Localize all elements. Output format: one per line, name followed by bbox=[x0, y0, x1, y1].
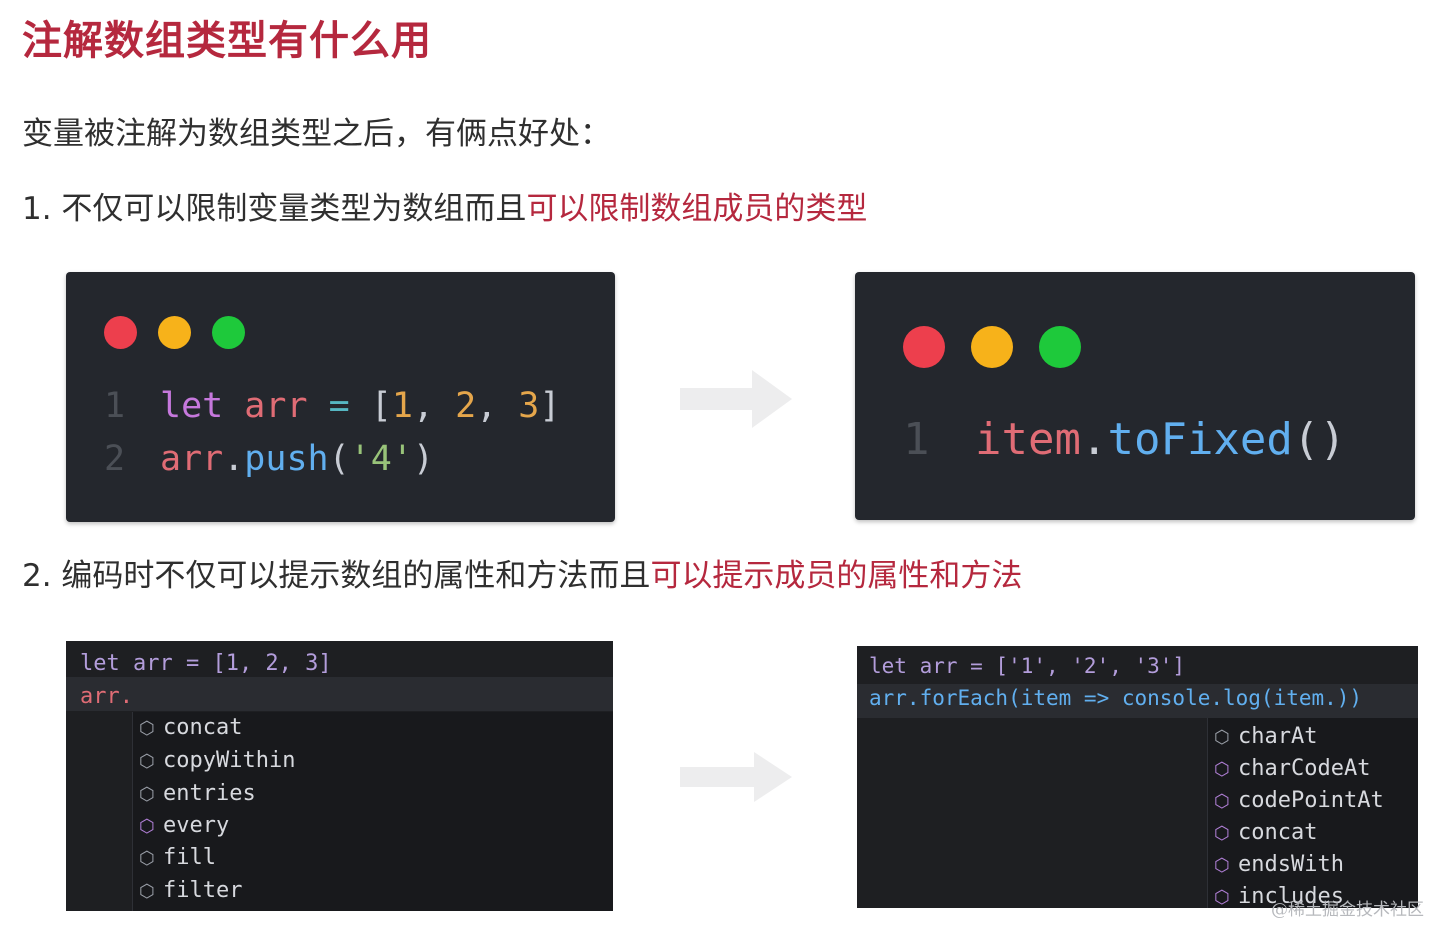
code-variable: arr bbox=[244, 386, 308, 426]
code-method: toFixed bbox=[1107, 414, 1293, 465]
suggestion-item[interactable]: ⬡ entries bbox=[139, 781, 256, 806]
line-number: 1 bbox=[104, 386, 126, 426]
suggestion-label: charAt bbox=[1238, 724, 1318, 749]
suggestion-label: copyWithin bbox=[163, 748, 296, 773]
suggestion-label: codePointAt bbox=[1238, 788, 1384, 813]
maximize-dot-icon bbox=[212, 316, 245, 349]
cube-icon: ⬡ bbox=[139, 848, 155, 869]
suggestion-label: includes bbox=[1238, 884, 1344, 909]
code-variable: item bbox=[975, 414, 1081, 465]
suggestion-item[interactable]: ⬡ codePointAt bbox=[1214, 788, 1384, 813]
point-2: 2. 编码时不仅可以提示数组的属性和方法而且可以提示成员的属性和方法 bbox=[22, 550, 1022, 595]
code-method: push bbox=[244, 439, 329, 479]
cube-icon: ⬡ bbox=[139, 881, 155, 902]
editor-array-suggestions: let arr = [1, 2, 3] arr. ⬡ concat ⬡ copyWi… bbox=[66, 641, 613, 911]
code-number: 3 bbox=[518, 386, 540, 426]
code-line-1: 1 let arr = [1, 2, 3] bbox=[104, 380, 560, 433]
code-number: 1 bbox=[391, 386, 413, 426]
code-bracket: [ bbox=[370, 386, 392, 426]
code-operator: = bbox=[328, 386, 350, 426]
suggestion-item[interactable]: ⬡ charCodeAt bbox=[1214, 756, 1370, 781]
minimize-dot-icon bbox=[158, 316, 191, 349]
editor-member-suggestions: let arr = ['1', '2', '3'] arr.forEach(it… bbox=[857, 646, 1418, 909]
suggestion-item[interactable]: ⬡ concat bbox=[1214, 820, 1317, 845]
suggestion-label: endsWith bbox=[1238, 852, 1344, 877]
code-dot: . bbox=[1080, 414, 1108, 465]
suggestion-label: concat bbox=[163, 715, 243, 740]
suggestion-item[interactable]: ⬡ concat bbox=[139, 715, 242, 740]
code-dot: . bbox=[223, 439, 245, 479]
point-1: 1. 不仅可以限制变量类型为数组而且可以限制数组成员的类型 bbox=[22, 183, 867, 228]
suggestion-item[interactable]: ⬡ fill bbox=[139, 845, 216, 870]
cube-icon: ⬡ bbox=[1214, 759, 1230, 780]
code-comma: , bbox=[412, 386, 434, 426]
suggestion-label: every bbox=[163, 813, 230, 838]
right-arrow-icon bbox=[680, 752, 792, 802]
code-paren: ) bbox=[412, 439, 434, 479]
cube-icon: ⬡ bbox=[1214, 727, 1230, 748]
code-keyword: let bbox=[160, 386, 224, 426]
suggestion-item[interactable]: ⬡ endsWith bbox=[1214, 852, 1344, 877]
suggestion-label: concat bbox=[1238, 820, 1318, 845]
cube-icon: ⬡ bbox=[139, 751, 155, 772]
suggestion-item[interactable]: ⬡ filter bbox=[139, 878, 242, 903]
line-number: 2 bbox=[104, 439, 126, 479]
point-1-prefix: 1. 不仅可以限制变量类型为数组而且 bbox=[22, 191, 527, 227]
suggestion-label: entries bbox=[163, 781, 256, 806]
editor-line-1: let arr = [1, 2, 3] bbox=[80, 651, 332, 676]
code-paren: () bbox=[1292, 414, 1346, 465]
watermark: @稀土掘金技术社区 bbox=[1271, 900, 1424, 920]
suggestion-list: ⬡ concat ⬡ copyWithin ⬡ entries ⬡ every ⬡ fil… bbox=[132, 712, 613, 911]
suggestion-label: fill bbox=[163, 845, 216, 870]
code-string: '4' bbox=[349, 439, 413, 479]
suggestion-item[interactable]: ⬡ includes bbox=[1214, 884, 1344, 909]
code-comma: , bbox=[476, 386, 498, 426]
code-number: 2 bbox=[455, 386, 477, 426]
code-bracket: ] bbox=[539, 386, 561, 426]
cube-icon: ⬡ bbox=[1214, 823, 1230, 844]
suggestion-label: filter bbox=[163, 878, 243, 903]
code-card-array-type: 1 let arr = [1, 2, 3] 2 arr.push('4') bbox=[66, 272, 615, 522]
editor-line-2: arr.forEach(item => console.log(item.)) bbox=[869, 686, 1363, 710]
suggestion-item[interactable]: ⬡ copyWithin bbox=[139, 748, 295, 773]
cube-icon: ⬡ bbox=[139, 816, 155, 837]
line-number: 1 bbox=[903, 414, 930, 465]
intro-text: 变量被注解为数组类型之后，有俩点好处： bbox=[22, 116, 611, 152]
current-line-highlight bbox=[857, 684, 1418, 718]
maximize-dot-icon bbox=[1039, 326, 1081, 368]
cube-icon: ⬡ bbox=[1214, 855, 1230, 876]
cube-icon: ⬡ bbox=[1214, 791, 1230, 812]
editor-line-2: arr. bbox=[80, 684, 133, 709]
point-2-highlight: 可以提示成员的属性和方法 bbox=[650, 558, 1023, 594]
point-2-prefix: 2. 编码时不仅可以提示数组的属性和方法而且 bbox=[22, 558, 651, 594]
cube-icon: ⬡ bbox=[139, 784, 155, 805]
suggestion-label: charCodeAt bbox=[1238, 756, 1371, 781]
page-title: 注解数组类型有什么用 bbox=[22, 18, 432, 64]
code-paren: ( bbox=[328, 439, 350, 479]
point-1-highlight: 可以限制数组成员的类型 bbox=[526, 191, 868, 227]
suggestion-item[interactable]: ⬡ charAt bbox=[1214, 724, 1317, 749]
suggestion-item[interactable]: ⬡ every bbox=[139, 813, 229, 838]
code-line-2: 2 arr.push('4') bbox=[104, 433, 434, 486]
right-arrow-icon bbox=[680, 370, 792, 428]
cube-icon: ⬡ bbox=[1214, 887, 1230, 908]
close-dot-icon bbox=[104, 316, 137, 349]
editor-line-1: let arr = ['1', '2', '3'] bbox=[869, 654, 1186, 678]
suggestion-list: ⬡ charAt ⬡ charCodeAt ⬡ codePointAt ⬡ concat… bbox=[1207, 718, 1418, 909]
code-card-member-type: 1 item.toFixed() bbox=[855, 272, 1415, 520]
code-line-1: 1 item.toFixed() bbox=[903, 410, 1346, 470]
close-dot-icon bbox=[903, 326, 945, 368]
code-variable: arr bbox=[160, 439, 224, 479]
minimize-dot-icon bbox=[971, 326, 1013, 368]
cube-icon: ⬡ bbox=[139, 718, 155, 739]
current-line-highlight bbox=[66, 677, 613, 711]
